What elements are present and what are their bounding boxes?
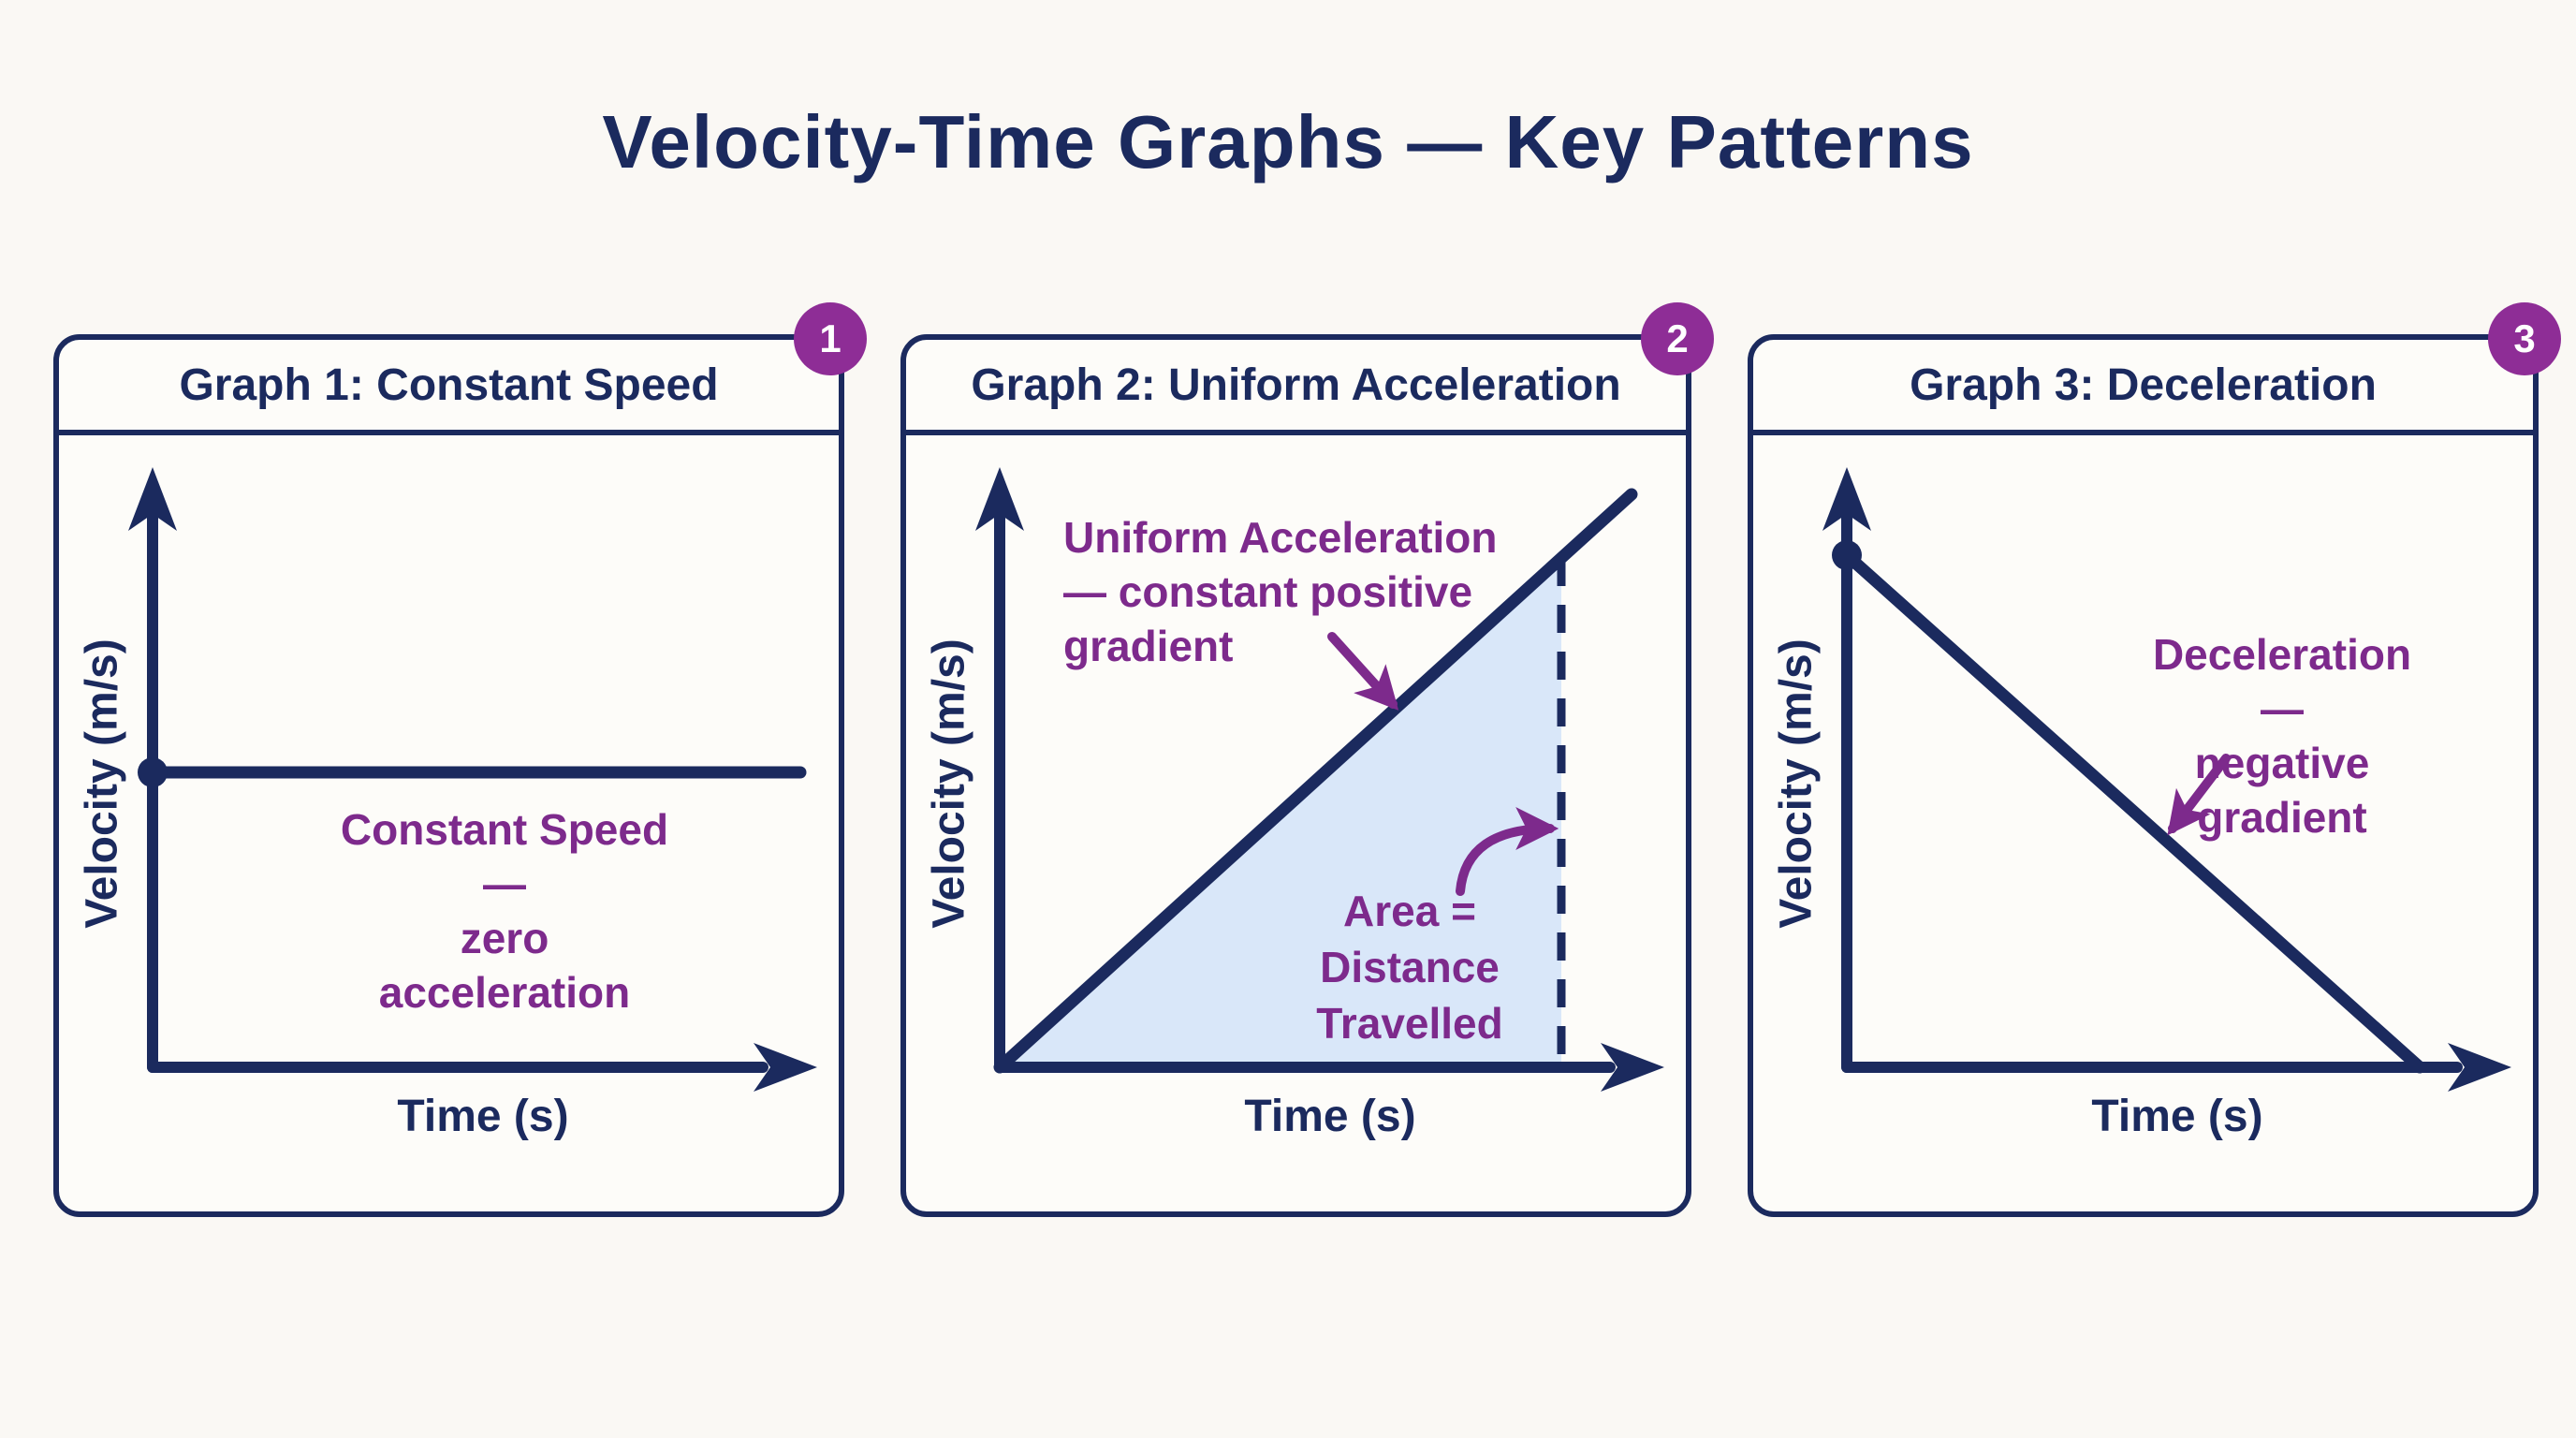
- panel-title: Graph 2: Uniform Acceleration: [971, 360, 1621, 410]
- deceleration-chart: [1822, 467, 2511, 1092]
- y-axis-label: Velocity (m/s): [924, 638, 974, 929]
- graph-area: Velocity (m/s) Constant Speed — zero acc…: [59, 435, 839, 1206]
- y-axis-arrowhead: [975, 467, 1024, 531]
- graph-panel-deceleration: 3 Graph 3: Deceleration Velocity (m/s): [1748, 302, 2561, 1217]
- panel-title: Graph 3: Deceleration: [1910, 360, 2377, 410]
- start-dot: [138, 757, 168, 787]
- gradient-annotation-arrow: [1327, 632, 1399, 711]
- panel-title: Graph 1: Constant Speed: [179, 360, 719, 410]
- page-title: Velocity-Time Graphs — Key Patterns: [602, 100, 1974, 183]
- panel-header: Graph 2: Uniform Acceleration: [906, 340, 1686, 435]
- x-axis-label: Time (s): [2091, 1092, 2263, 1141]
- area-annotation-arrow: [1456, 807, 1559, 896]
- y-axis-arrowhead: [1822, 467, 1871, 531]
- graph-panel-constant-speed: 1 Graph 1: Constant Speed Velocity (m/s)…: [53, 302, 867, 1217]
- x-axis-arrowhead: [2448, 1043, 2511, 1092]
- constant-speed-chart: [128, 467, 817, 1092]
- y-axis-label: Velocity (m/s): [1771, 638, 1822, 929]
- y-axis-arrowhead: [128, 467, 177, 531]
- uniform-acceleration-chart: [975, 467, 1664, 1092]
- area-distance-annotation: Area = Distance Travelled: [1316, 887, 1503, 1048]
- panel-number-badge: 1: [794, 302, 867, 375]
- graph-area: Velocity (m/s) Deceleration — negative g…: [1753, 435, 2533, 1206]
- start-dot: [1832, 540, 1862, 570]
- panel-number-badge: 3: [2488, 302, 2561, 375]
- uniform-acceleration-annotation: Uniform Acceleration — constant positive…: [1063, 513, 1498, 670]
- deceleration-annotation-arrow: [2167, 754, 2231, 836]
- acceleration-line: [993, 488, 1638, 1074]
- panel-header: Graph 3: Deceleration: [1753, 340, 2533, 435]
- graph-area: Velocity (m/s) Uniform Acceleration — co…: [906, 435, 1686, 1206]
- panel-header: Graph 1: Constant Speed: [59, 340, 839, 435]
- deceleration-annotation: Deceleration — negative gradient: [2152, 630, 2412, 842]
- graph-panel-uniform-acceleration: 2 Graph 2: Uniform Acceleration: [900, 302, 1714, 1217]
- deceleration-line: [1840, 549, 2426, 1074]
- constant-speed-annotation: Constant Speed — zero acceleration: [340, 805, 669, 1017]
- panel-number-badge: 2: [1641, 302, 1714, 375]
- y-axis-label: Velocity (m/s): [77, 638, 127, 929]
- x-axis-label: Time (s): [1244, 1092, 1416, 1141]
- panels-row: 1 Graph 1: Constant Speed Velocity (m/s)…: [53, 302, 2561, 1217]
- x-axis-arrowhead: [1601, 1043, 1664, 1092]
- x-axis-label: Time (s): [397, 1092, 569, 1141]
- x-axis-arrowhead: [754, 1043, 817, 1092]
